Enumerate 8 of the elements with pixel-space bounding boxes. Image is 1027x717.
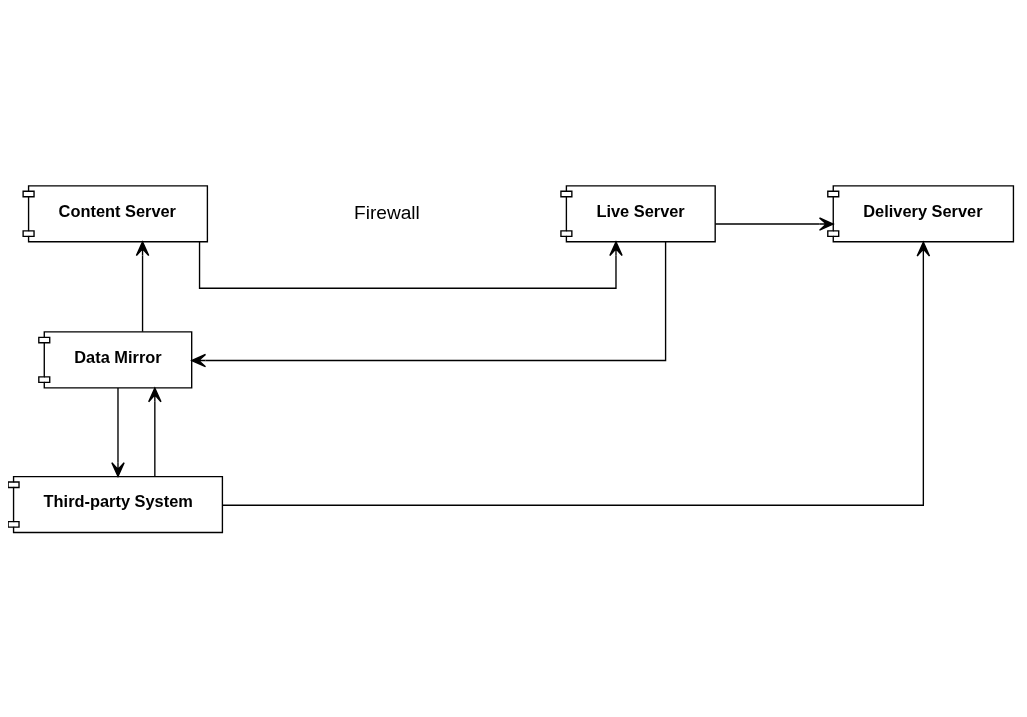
arrow	[198, 241, 623, 289]
arrow	[191, 241, 667, 368]
arrow	[148, 387, 162, 477]
arrow	[714, 217, 834, 231]
arrow	[111, 387, 125, 478]
arrow	[221, 241, 931, 506]
label: Firewall	[353, 201, 420, 223]
arrow	[135, 241, 150, 333]
